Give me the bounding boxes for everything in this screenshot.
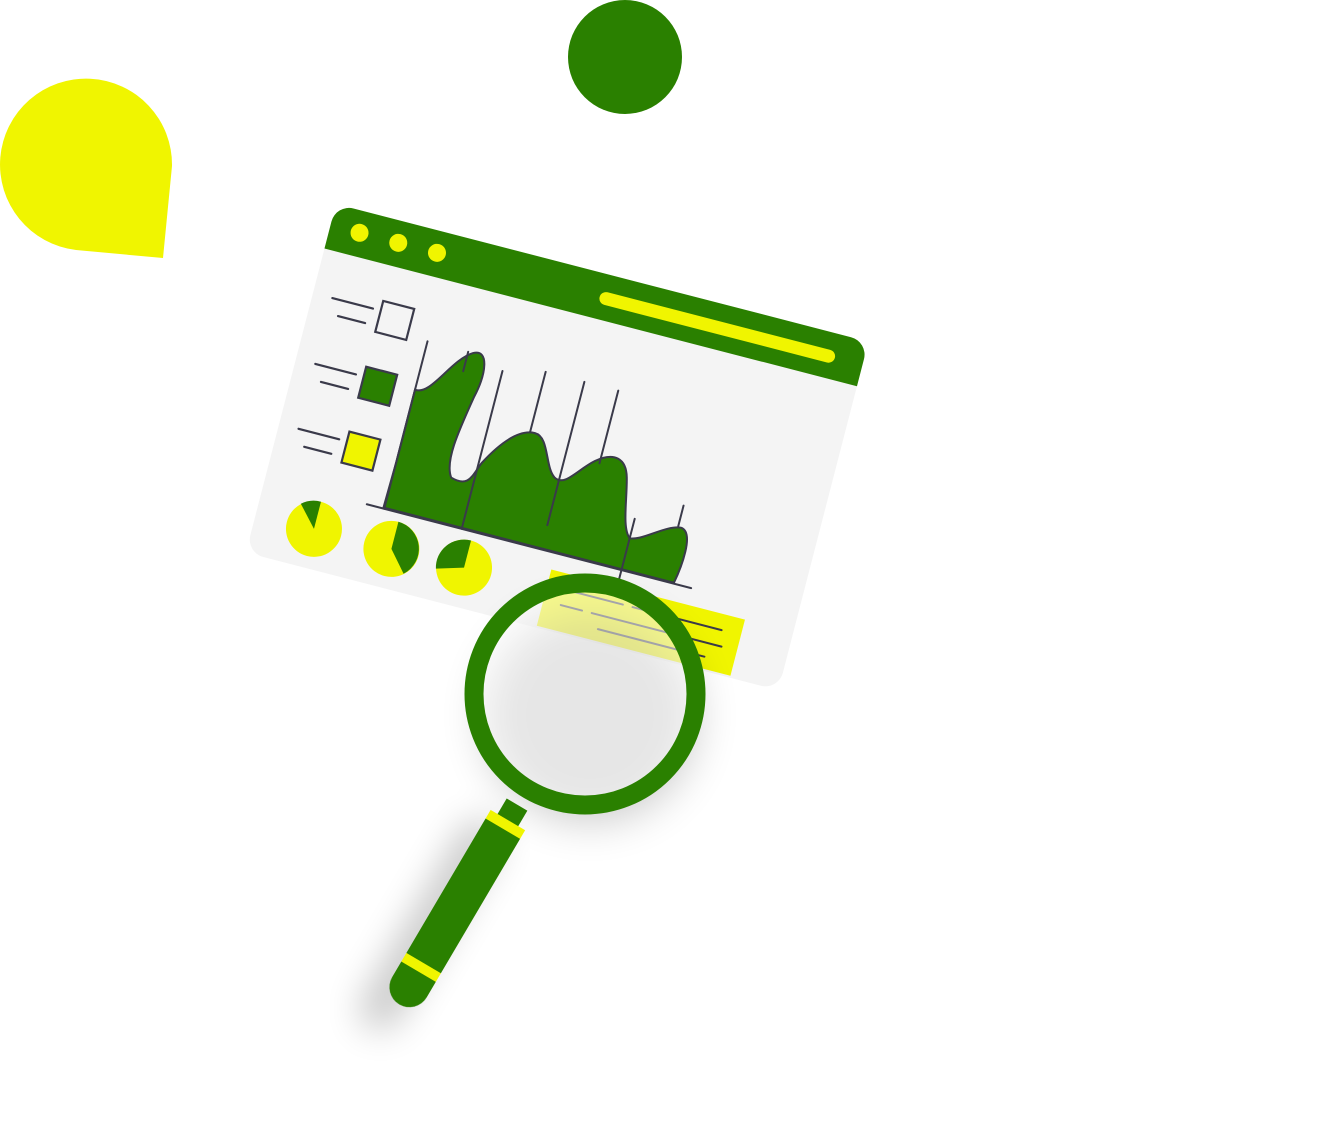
window-dot-icon <box>350 223 369 242</box>
chart-gridline <box>617 517 636 584</box>
magnifier-ring <box>464 573 706 815</box>
legend <box>297 296 416 472</box>
chart-gridline <box>383 340 429 510</box>
legend-swatch-green <box>356 365 399 408</box>
chart-gridline <box>460 370 504 530</box>
search-bar <box>599 292 836 363</box>
legend-swatch-yellow <box>340 430 382 472</box>
area-series <box>382 351 688 584</box>
area-chart <box>365 340 693 590</box>
green-dot-shape <box>568 0 682 114</box>
magnifier-glass-icon <box>389 573 706 1008</box>
pie-chart <box>363 520 420 577</box>
magnifier-lens <box>483 592 687 796</box>
pie-chart <box>285 500 342 557</box>
yellow-drop-shape <box>0 78 173 259</box>
pie-chart <box>435 539 493 596</box>
chart-gridline <box>677 504 685 527</box>
magnifier-handle <box>389 798 528 1008</box>
chart-axis <box>365 503 693 590</box>
chart-gridline <box>546 380 586 527</box>
window-dot-icon <box>427 243 446 262</box>
chart-gridline <box>598 389 620 465</box>
window-dot-icon <box>389 233 408 252</box>
legend-swatch-empty <box>373 299 416 342</box>
window-titlebar <box>324 207 865 387</box>
chart-gridline <box>529 370 547 433</box>
chart-gridline <box>462 350 470 373</box>
